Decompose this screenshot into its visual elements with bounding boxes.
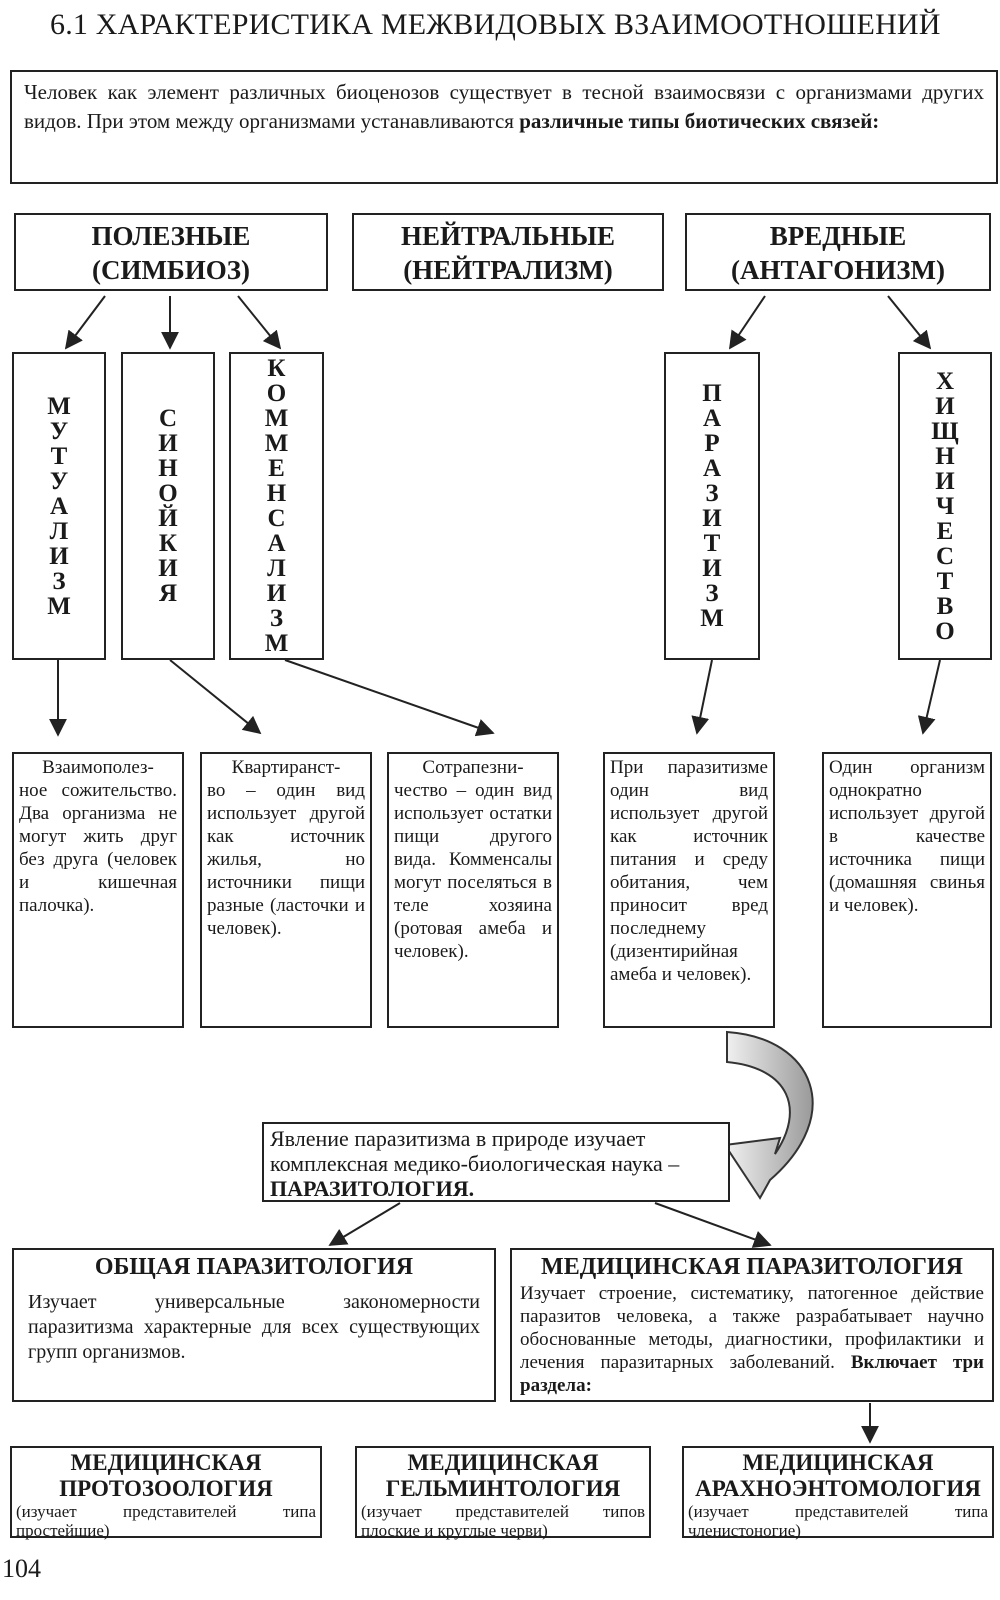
desc-synoikia: Квартиранст-во – один вид использует дру… [200, 752, 372, 1028]
arrow-symbiosis-mutualism [64, 295, 106, 350]
page-number: 104 [2, 1554, 41, 1583]
section-title: МЕДИЦИНСКАЯ [742, 1450, 934, 1475]
category-title: НЕЙТРАЛЬНЫЕ [400, 221, 616, 251]
section-subtitle: АРАХНОЭНТОМОЛОГИЯ [695, 1476, 981, 1501]
type-label: ХИЩНИЧЕСТВО [931, 367, 959, 645]
section-protozoology: МЕДИЦИНСКАЯ ПРОТОЗООЛОГИЯ (изучает предс… [10, 1446, 322, 1540]
desc-mutualism: Взаимополез-ное сожительство. Два органи… [12, 752, 184, 1028]
page-title: 6.1 ХАРАКТЕРИСТИКА МЕЖВИДОВЫХ ВЗАИМООТНО… [50, 8, 941, 41]
section-note: (изучает представителей типа простейшие) [16, 1502, 316, 1540]
type-label: ПАРАЗИТИЗМ [700, 380, 724, 632]
arrow-antagonism-parasitism [728, 295, 766, 350]
type-label: СИНОЙКИЯ [158, 405, 178, 607]
general-parasitology-box: ОБЩАЯ ПАРАЗИТОЛОГИЯ Изучает универсальны… [12, 1248, 496, 1402]
desc-text: ное сожительство. Два организма не могут… [19, 780, 177, 916]
category-subtitle: (НЕЙТРАЛИЗМ) [403, 255, 613, 285]
category-harmful: ВРЕДНЫЕ (АНТАГОНИЗМ) [685, 213, 991, 291]
arrow-to-medical [654, 1202, 772, 1248]
category-subtitle: (СИМБИОЗ) [91, 255, 251, 285]
desc-first: Взаимополез- [42, 757, 154, 778]
section-title: МЕДИЦИНСКАЯ [407, 1450, 599, 1475]
arrow-to-general [328, 1202, 401, 1246]
desc-text: Один организм однократно использует друг… [829, 757, 985, 916]
arrow-symbiosis-commensalism [237, 295, 282, 350]
arrow-antagonism-predation [887, 295, 932, 350]
intro-box: Человек как элемент различных биоценозов… [10, 70, 998, 184]
parasitology-text: Явление паразитизма в природе изучает ко… [270, 1126, 680, 1176]
medical-parasitology-box: МЕДИЦИНСКАЯ ПАРАЗИТОЛОГИЯ Изучает строен… [510, 1248, 994, 1402]
type-synoikia: СИНОЙКИЯ [121, 352, 215, 660]
general-parasitology-text: Изучает универсальные закономерности пар… [28, 1291, 480, 1363]
desc-commensalism: Сотрапезни-чество – один вид использует … [387, 752, 559, 1028]
type-label: МУТУАЛИЗМ [47, 392, 71, 620]
intro-text: Человек как элемент различных биоценозов… [24, 80, 984, 133]
category-title: ПОЛЕЗНЫЕ [91, 221, 251, 251]
parasitology-box: Явление паразитизма в природе изучает ко… [262, 1122, 730, 1202]
category-useful: ПОЛЕЗНЫЕ (СИМБИОЗ) [14, 213, 328, 291]
desc-parasitism: При паразитизме один вид использует друг… [603, 752, 775, 1028]
general-parasitology-title: ОБЩАЯ ПАРАЗИТОЛОГИЯ [94, 1254, 414, 1280]
desc-first: Квартиранст- [231, 757, 341, 778]
type-mutualism: МУТУАЛИЗМ [12, 352, 106, 660]
section-note: (изучает представителей типа членистоног… [688, 1502, 988, 1540]
arrow-synoikia-desc [169, 659, 262, 735]
desc-first: Сотрапезни- [422, 757, 524, 778]
type-label: КОММЕНСАЛИЗМ [264, 355, 289, 657]
medical-parasitology-title: МЕДИЦИНСКАЯ ПАРАЗИТОЛОГИЯ [541, 1254, 963, 1280]
type-predation: ХИЩНИЧЕСТВО [898, 352, 992, 660]
category-title: ВРЕДНЫЕ [769, 221, 907, 251]
desc-text: чество – один вид использует остатки пищ… [394, 780, 552, 962]
medical-parasitology-bold: Включает три раздела: [520, 1352, 984, 1396]
parasitology-term: ПАРАЗИТОЛОГИЯ. [270, 1176, 475, 1201]
arrow-parasitism-desc [691, 659, 713, 735]
type-parasitism: ПАРАЗИТИЗМ [664, 352, 760, 660]
section-title: МЕДИЦИНСКАЯ [70, 1450, 262, 1475]
intro-bold: различные типы биотических связей: [519, 109, 880, 133]
category-subtitle: (АНТАГОНИЗМ) [731, 255, 945, 285]
desc-predation: Один организм однократно использует друг… [822, 752, 992, 1028]
category-neutral: НЕЙТРАЛЬНЫЕ (НЕЙТРАЛИЗМ) [352, 213, 664, 291]
desc-text: во – один вид использует другой как исто… [207, 780, 365, 939]
section-arachnoentomology: МЕДИЦИНСКАЯ АРАХНОЭНТОМОЛОГИЯ (изучает п… [682, 1446, 994, 1540]
curved-arrow [723, 1030, 814, 1200]
section-helminthology: МЕДИЦИНСКАЯ ГЕЛЬМИНТОЛОГИЯ (изучает пред… [355, 1446, 651, 1540]
arrow-predation-desc [917, 659, 941, 735]
medical-parasitology-text: Изучает строение, систематику, патогенно… [520, 1283, 984, 1373]
section-note: (изучает представителей типов плоские и … [361, 1502, 645, 1540]
desc-text: При паразитизме один вид использует друг… [610, 757, 768, 985]
arrow-commensalism-desc [284, 659, 495, 737]
section-subtitle: ПРОТОЗООЛОГИЯ [59, 1476, 273, 1501]
type-commensalism: КОММЕНСАЛИЗМ [229, 352, 324, 660]
section-subtitle: ГЕЛЬМИНТОЛОГИЯ [385, 1476, 621, 1501]
